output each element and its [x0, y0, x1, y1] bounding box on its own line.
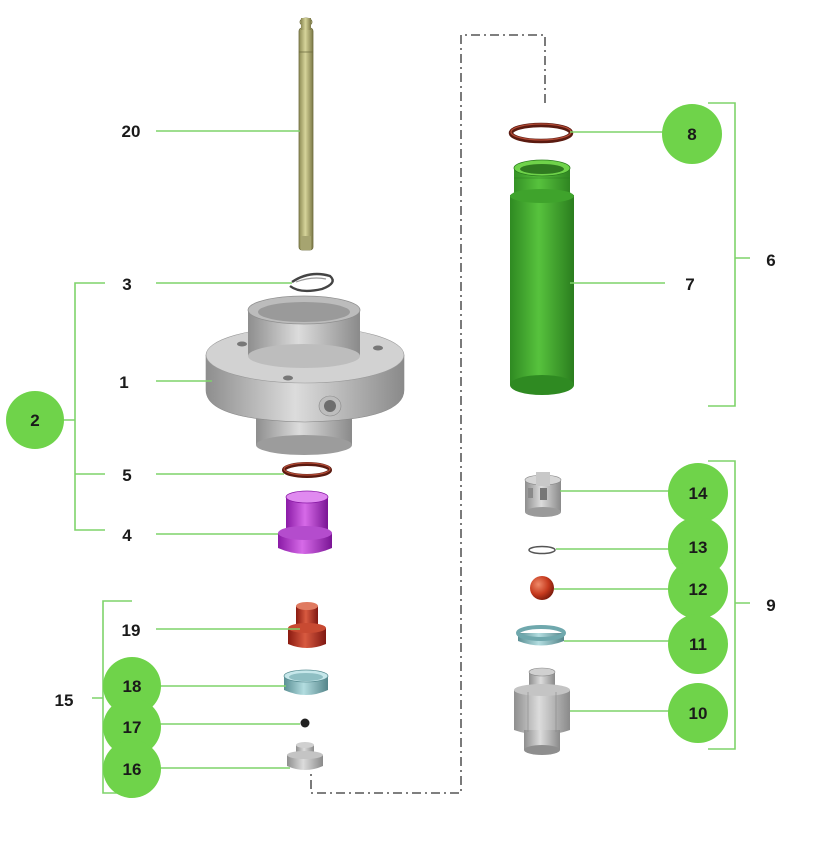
- label-2: 2: [30, 411, 39, 430]
- label-12: 12: [689, 580, 708, 599]
- badge-11: [668, 614, 728, 674]
- part-inlet-fitting: [514, 667, 570, 755]
- badge-14: [668, 463, 728, 523]
- part-o-ring-small: [282, 462, 332, 478]
- label-5: 5: [122, 466, 131, 485]
- label-16: 16: [123, 760, 142, 779]
- badge-16: [103, 740, 161, 798]
- label-6: 6: [766, 251, 775, 270]
- part-shaft: [298, 17, 314, 251]
- bracket-group-2: [62, 282, 105, 531]
- label-18: 18: [123, 677, 142, 696]
- badge-17: [103, 698, 161, 756]
- label-1: 1: [119, 373, 128, 392]
- part-fitting-small: [287, 742, 323, 770]
- label-10: 10: [689, 704, 708, 723]
- badge-12: [668, 559, 728, 619]
- label-8: 8: [687, 125, 696, 144]
- part-o-ring-large: [508, 122, 574, 144]
- part-valve-seat: [288, 602, 326, 648]
- label-9: 9: [766, 596, 775, 615]
- label-17: 17: [123, 718, 142, 737]
- label-19: 19: [122, 621, 141, 640]
- part-check-ball: [530, 576, 554, 600]
- label-3: 3: [122, 275, 131, 294]
- badge-10: [668, 683, 728, 743]
- part-nozzle-insert: [278, 490, 332, 554]
- label-11: 11: [689, 635, 707, 654]
- part-seat-ring: [516, 625, 566, 646]
- part-green-tube: [510, 159, 574, 395]
- part-snap-ring: [289, 272, 334, 293]
- badge-13: [668, 517, 728, 577]
- part-spring-clip: [528, 545, 556, 555]
- part-seal-ring: [283, 669, 329, 695]
- label-13: 13: [689, 538, 708, 557]
- label-20: 20: [122, 122, 141, 141]
- badge-18: [103, 657, 161, 715]
- part-ball-cage: [524, 472, 562, 517]
- label-4: 4: [122, 526, 132, 545]
- label-14: 14: [689, 484, 708, 503]
- label-7: 7: [685, 275, 694, 294]
- badge-2: [6, 391, 64, 449]
- badge-8: [662, 104, 722, 164]
- bracket-group-9: [708, 460, 750, 750]
- label-15: 15: [55, 691, 74, 710]
- part-check-ball-small: [300, 718, 310, 728]
- bracket-group-6: [708, 102, 750, 407]
- part-flange-body: [205, 295, 405, 455]
